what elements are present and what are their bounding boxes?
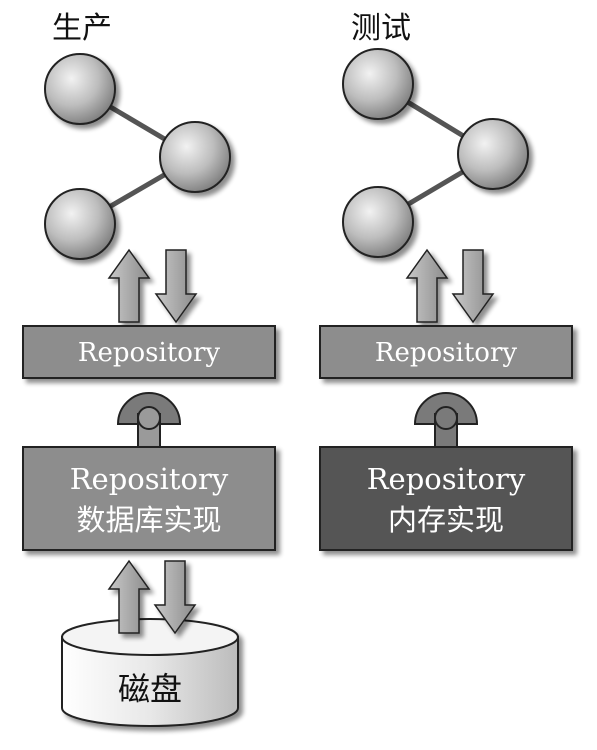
testing-connector (413, 392, 479, 449)
graph-node (457, 118, 529, 190)
disk-cylinder (61, 618, 239, 727)
graph-node (44, 53, 116, 125)
production-object-graph (44, 53, 231, 260)
graph-node (159, 121, 231, 193)
production-impl-line2: 数据库实现 (76, 503, 221, 537)
production-impl-line1: Repository (70, 462, 229, 496)
testing-interface-label: Repository (375, 338, 517, 368)
down-arrow (452, 249, 494, 323)
testing-object-graph (342, 48, 529, 258)
down-arrow (155, 249, 197, 323)
testing-impl-line2: 内存实现 (388, 503, 504, 537)
testing-implementation-box (319, 446, 573, 551)
production-interface-box (22, 325, 276, 379)
production-connector (116, 392, 182, 449)
testing-impl-line1: Repository (367, 462, 526, 496)
graph-node (44, 188, 116, 260)
testing-column: 测试 Repository Repository 内存实现 (319, 11, 573, 551)
graph-node (342, 186, 414, 258)
testing-interface-box (319, 325, 573, 379)
production-implementation-box (22, 446, 276, 551)
up-arrow (406, 249, 448, 323)
disk-label: 磁盘 (118, 670, 182, 708)
production-interface-label: Repository (78, 338, 220, 368)
graph-node (342, 48, 414, 120)
production-column: 生产 Repository Repository 数据库实现 (22, 11, 276, 727)
production-title: 生产 (52, 11, 112, 46)
up-arrow (108, 249, 150, 323)
testing-title: 测试 (351, 11, 411, 46)
